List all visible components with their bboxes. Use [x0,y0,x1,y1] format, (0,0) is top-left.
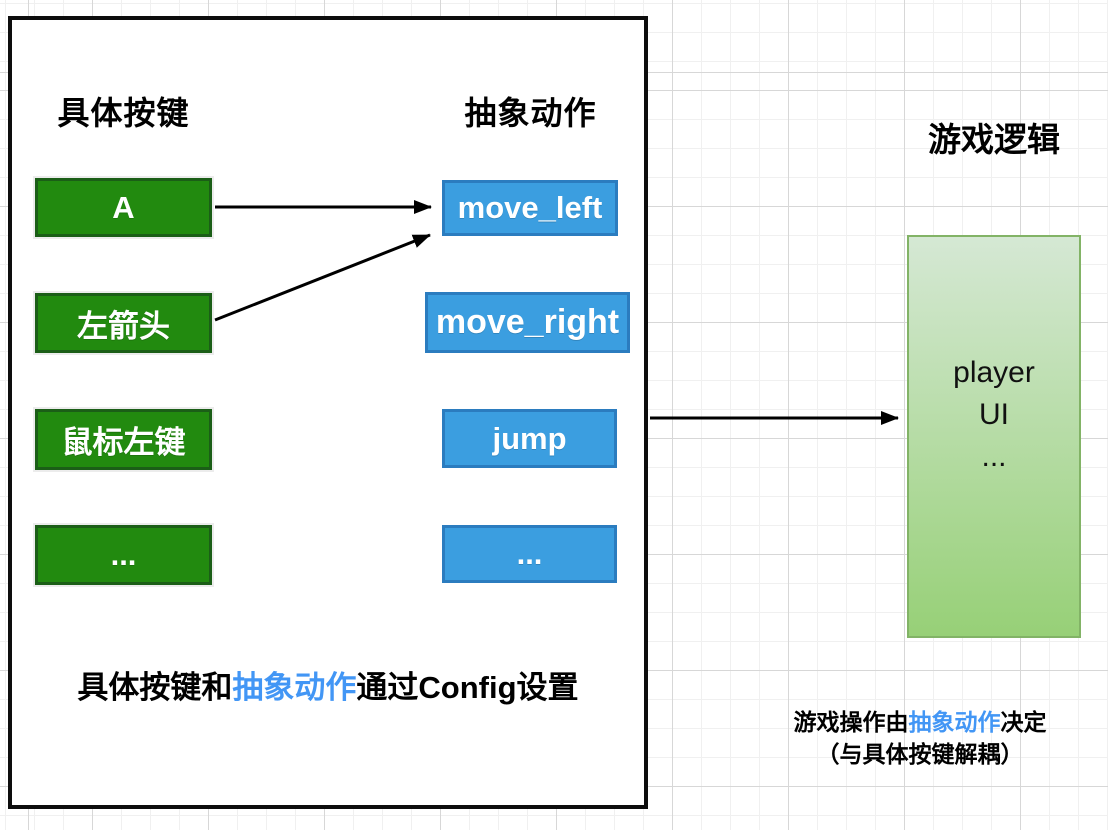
game-logic-caption-prefix: 游戏操作由 [793,709,909,735]
game-logic-box [907,235,1081,638]
mapping-caption: 具体按键和抽象动作通过Config设置 [8,662,648,707]
game-logic-line-ui: UI [979,398,1009,431]
game-logic-line-player: player [953,356,1035,389]
action-box-move-right: move_right [425,292,630,353]
key-box-left-arrow: 左箭头 [35,293,212,353]
action-box-jump: jump [442,409,617,468]
game-logic-caption-line1: 游戏操作由抽象动作决定 [760,706,1080,738]
mapping-caption-highlight: 抽象动作 [232,670,357,705]
game-logic-caption: 游戏操作由抽象动作决定 （与具体按键解耦） [760,706,1080,770]
game-logic-caption-suffix: 决定 [1000,709,1047,735]
mapping-caption-prefix: 具体按键和 [77,670,233,705]
key-box-a: A [35,178,212,237]
key-box-ellipsis: ... [35,525,212,585]
mapping-caption-suffix: 通过Config设置 [356,670,579,705]
abstract-actions-header: 抽象动作 [464,95,597,131]
action-box-move-left: move_left [442,180,618,236]
game-logic-caption-highlight: 抽象动作 [908,709,1001,735]
game-logic-line-ellipsis: ... [981,440,1007,473]
game-logic-caption-line2: （与具体按键解耦） [816,741,1024,767]
key-box-mouse-left: 鼠标左键 [35,409,212,470]
concrete-keys-header: 具体按键 [57,95,190,131]
action-box-ellipsis: ... [442,525,617,583]
game-logic-box-text: player UI ... [907,352,1081,478]
game-logic-title: 游戏逻辑 [928,121,1060,158]
